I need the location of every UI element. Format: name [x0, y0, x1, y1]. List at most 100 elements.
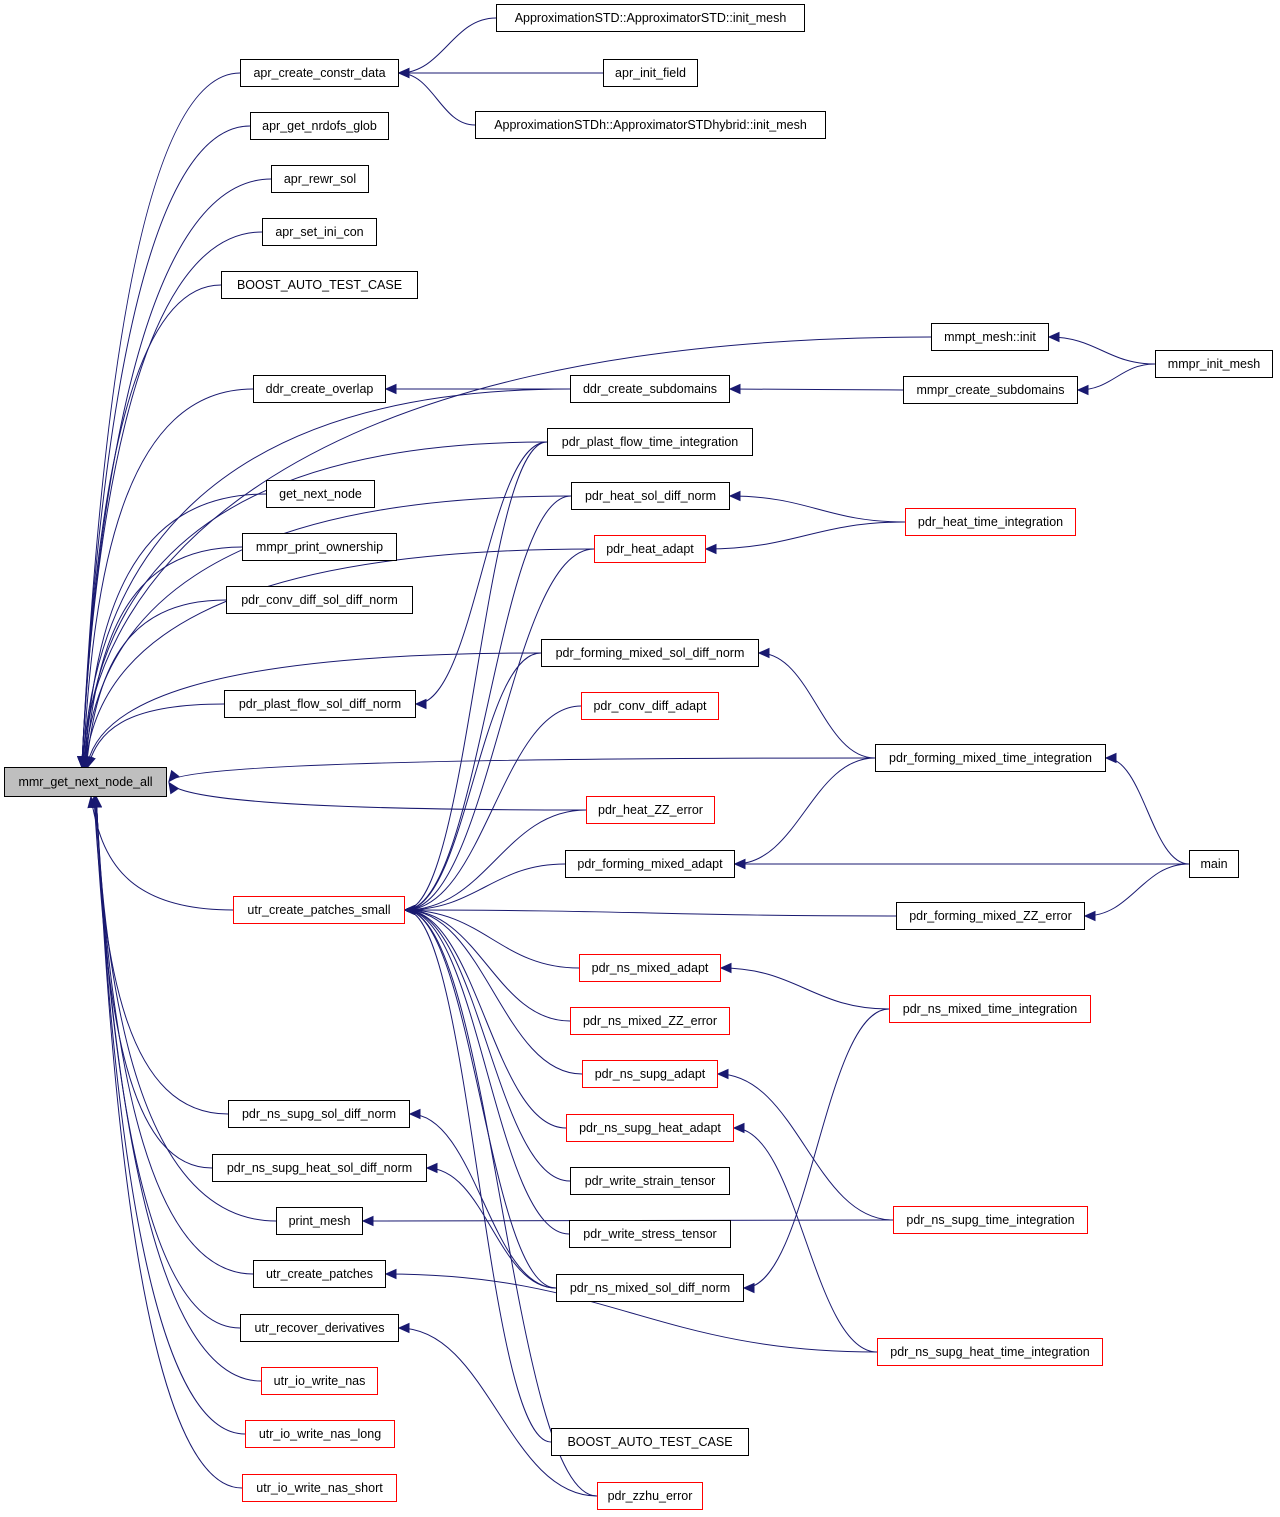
function-node-mmpr-print-ownership[interactable]: mmpr_print_ownership: [242, 533, 397, 561]
edge-m6-to-n11: [404, 495, 572, 911]
edge-arrowhead: [732, 1122, 745, 1134]
edge-r1-to-root: [81, 336, 932, 768]
edge-r4-to-m8: [758, 652, 876, 759]
function-node-pdr-conv-diff-sol-diff-norm[interactable]: pdr_conv_diff_sol_diff_norm: [226, 586, 413, 614]
function-node-mmpr-create-subdomains[interactable]: mmpr_create_subdomains: [903, 376, 1078, 404]
edge-n6-to-root: [82, 388, 254, 768]
function-node-boost-auto-test-case[interactable]: BOOST_AUTO_TEST_CASE: [221, 271, 418, 299]
edge-arrowhead: [1076, 384, 1089, 396]
edge-m7-to-n11: [404, 548, 595, 911]
edge-r6-to-m12: [720, 967, 890, 1010]
function-node-utr-recover-derivatives[interactable]: utr_recover_derivatives: [240, 1314, 399, 1342]
function-node-mmpr-init-mesh[interactable]: mmpr_init_mesh: [1155, 350, 1273, 378]
edge-m10-to-n11: [404, 809, 587, 911]
function-node-apr-init-field[interactable]: apr_init_field: [603, 59, 698, 87]
edge-m13-to-n11: [404, 909, 571, 1022]
function-node-pdr-ns-supg-sol-diff-norm[interactable]: pdr_ns_supg_sol_diff_norm: [228, 1100, 410, 1128]
edge-arrowhead: [83, 755, 94, 769]
function-node-approximationstdh-approximatorstdhybrid-init-mesh[interactable]: ApproximationSTDh::ApproximatorSTDhybrid…: [475, 111, 826, 139]
edge-f2-to-r5: [1084, 863, 1190, 917]
function-node-pdr-ns-supg-heat-sol-diff-norm[interactable]: pdr_ns_supg_heat_sol_diff_norm: [212, 1154, 427, 1182]
edge-arrowhead: [757, 647, 770, 659]
edge-arrowhead: [704, 543, 717, 555]
function-node-pdr-ns-supg-adapt[interactable]: pdr_ns_supg_adapt: [582, 1060, 718, 1088]
edge-m8-to-root: [86, 652, 542, 768]
function-node-pdr-zzhu-error[interactable]: pdr_zzhu_error: [597, 1482, 703, 1510]
edge-arrowhead: [168, 769, 180, 783]
edge-arrowhead: [408, 1108, 421, 1120]
function-node-pdr-ns-supg-heat-adapt[interactable]: pdr_ns_supg_heat_adapt: [566, 1114, 734, 1142]
edge-arrowhead: [728, 383, 741, 395]
function-node-pdr-ns-mixed-sol-diff-norm[interactable]: pdr_ns_mixed_sol_diff_norm: [556, 1274, 744, 1302]
function-node-pdr-conv-diff-adapt[interactable]: pdr_conv_diff_adapt: [581, 692, 719, 720]
function-node-approximationstd-approximatorstd-init-mesh[interactable]: ApproximationSTD::ApproximatorSTD::init_…: [496, 4, 805, 32]
edge-m5-to-n10: [415, 441, 548, 705]
edge-m10-to-root: [168, 782, 587, 811]
edge-n8-to-root: [84, 546, 243, 768]
edge-n3-to-root: [81, 178, 272, 768]
function-node-print-mesh[interactable]: print_mesh: [276, 1207, 363, 1235]
edge-arrowhead: [719, 962, 732, 974]
function-node-utr-io-write-nas-short[interactable]: utr_io_write_nas_short: [242, 1474, 397, 1502]
edge-m15-to-n11: [404, 909, 567, 1129]
edge-m20-to-n11: [404, 909, 598, 1497]
edge-arrowhead: [1104, 752, 1117, 764]
edge-m18-to-n12: [409, 1113, 557, 1289]
function-node-pdr-ns-mixed-adapt[interactable]: pdr_ns_mixed_adapt: [579, 954, 721, 982]
edge-m11-to-n11: [404, 863, 566, 911]
function-node-pdr-ns-mixed-zz-error[interactable]: pdr_ns_mixed_ZZ_error: [570, 1007, 730, 1035]
function-node-pdr-heat-zz-error[interactable]: pdr_heat_ZZ_error: [586, 796, 715, 824]
edge-n13-to-root: [94, 796, 213, 1169]
function-node-apr-set-ini-con[interactable]: apr_set_ini_con: [262, 218, 377, 246]
function-node-mmpt-mesh-init[interactable]: mmpt_mesh::init: [931, 323, 1049, 351]
function-node-pdr-forming-mixed-adapt[interactable]: pdr_forming_mixed_adapt: [565, 850, 735, 878]
function-node-pdr-ns-supg-heat-time-integration[interactable]: pdr_ns_supg_heat_time_integration: [877, 1338, 1103, 1366]
function-node-apr-get-nrdofs-glob[interactable]: apr_get_nrdofs_glob: [250, 112, 389, 140]
function-node-main[interactable]: main: [1189, 850, 1239, 878]
function-node-ddr-create-overlap[interactable]: ddr_create_overlap: [253, 375, 386, 403]
edge-m1-to-n1: [398, 17, 497, 74]
edge-arrowhead: [397, 67, 410, 79]
edge-m6-to-root: [84, 495, 572, 768]
edge-arrowhead: [742, 1282, 755, 1294]
edge-n19-to-root: [95, 796, 243, 1489]
edge-arrowhead: [384, 1268, 397, 1280]
edge-r3-to-m6: [729, 495, 906, 523]
edge-m17-to-n11: [404, 909, 570, 1235]
edge-m19-to-n11: [404, 909, 552, 1443]
function-node-pdr-forming-mixed-zz-error[interactable]: pdr_forming_mixed_ZZ_error: [896, 902, 1085, 930]
function-node-apr-create-constr-data[interactable]: apr_create_constr_data: [240, 59, 399, 87]
function-node-pdr-forming-mixed-sol-diff-norm[interactable]: pdr_forming_mixed_sol_diff_norm: [541, 639, 759, 667]
function-node-utr-io-write-nas[interactable]: utr_io_write_nas: [261, 1367, 378, 1395]
function-node-pdr-plast-flow-time-integration[interactable]: pdr_plast_flow_time_integration: [547, 428, 753, 456]
edge-arrowhead: [716, 1068, 729, 1080]
function-node-ddr-create-subdomains[interactable]: ddr_create_subdomains: [570, 375, 730, 403]
function-node-boost-auto-test-case[interactable]: BOOST_AUTO_TEST_CASE: [551, 1428, 749, 1456]
function-node-get-next-node[interactable]: get_next_node: [266, 480, 375, 508]
edge-arrowhead: [91, 795, 102, 808]
edge-f1-to-r2: [1077, 363, 1156, 391]
edge-m7-to-root: [85, 548, 595, 768]
function-node-apr-rewr-sol[interactable]: apr_rewr_sol: [271, 165, 369, 193]
function-node-pdr-write-stress-tensor[interactable]: pdr_write_stress_tensor: [569, 1220, 731, 1248]
function-node-utr-create-patches-small[interactable]: utr_create_patches_small: [233, 896, 405, 924]
function-node-pdr-heat-sol-diff-norm[interactable]: pdr_heat_sol_diff_norm: [571, 482, 730, 510]
function-node-utr-io-write-nas-long[interactable]: utr_io_write_nas_long: [245, 1420, 395, 1448]
function-node-pdr-ns-mixed-time-integration[interactable]: pdr_ns_mixed_time_integration: [889, 995, 1091, 1023]
edge-m12-to-n11: [404, 909, 580, 969]
edge-r8-to-n15: [385, 1273, 878, 1353]
function-node-pdr-ns-supg-time-integration[interactable]: pdr_ns_supg_time_integration: [893, 1206, 1088, 1234]
function-node-pdr-plast-flow-sol-diff-norm[interactable]: pdr_plast_flow_sol_diff_norm: [224, 690, 416, 718]
function-node-pdr-heat-adapt[interactable]: pdr_heat_adapt: [594, 535, 706, 563]
edge-arrowhead: [361, 1215, 374, 1227]
edge-m18-to-n11: [404, 909, 557, 1289]
function-node-utr-create-patches[interactable]: utr_create_patches: [253, 1260, 386, 1288]
edge-r8-to-m15: [733, 1127, 878, 1353]
function-node-pdr-forming-mixed-time-integration[interactable]: pdr_forming_mixed_time_integration: [875, 744, 1106, 772]
function-node-pdr-heat-time-integration[interactable]: pdr_heat_time_integration: [905, 508, 1076, 536]
edge-arrowhead: [733, 858, 746, 870]
edge-m14-to-n11: [404, 909, 583, 1075]
edge-r5-to-n11: [404, 909, 897, 917]
edge-arrowhead: [397, 1322, 410, 1334]
function-node-pdr-write-strain-tensor[interactable]: pdr_write_strain_tensor: [570, 1167, 730, 1195]
